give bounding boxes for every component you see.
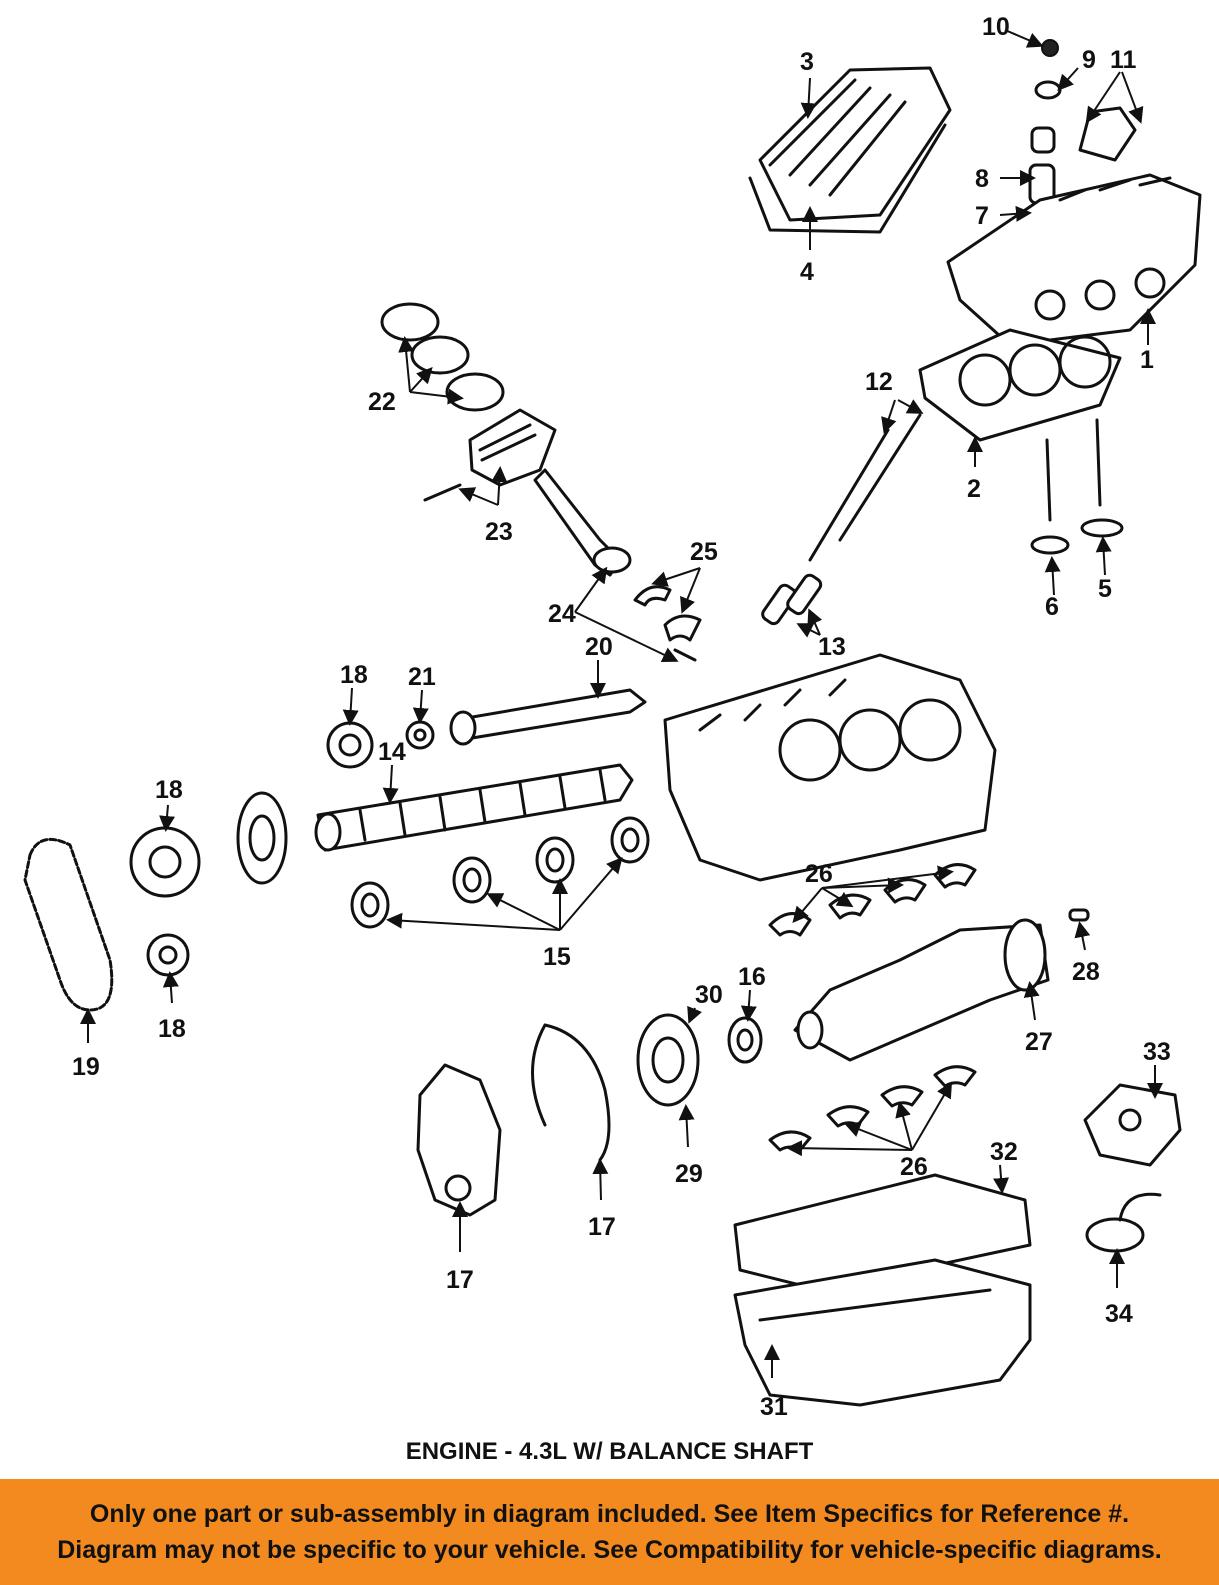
callout-15: 15	[543, 943, 571, 971]
disclaimer-line-2: Diagram may not be specific to your vehi…	[57, 1536, 1162, 1564]
callout-labels: 10 9 11 3 8 7 4 1 22 12 2 23 25 6 5 24 1…	[72, 13, 1171, 1421]
timing-chain	[23, 837, 114, 1012]
timing-gear	[129, 826, 201, 977]
callout-8: 8	[975, 165, 989, 193]
balance-shaft	[449, 688, 647, 746]
oil-pan	[733, 1258, 1032, 1407]
callout-20: 20	[585, 633, 613, 661]
exploded-engine-diagram: 10 9 11 3 8 7 4 1 22 12 2 23 25 6 5 24 1…	[23, 13, 1202, 1421]
callout-11: 11	[1110, 46, 1137, 74]
callout-30: 30	[695, 981, 723, 1009]
callout-27: 27	[1025, 1028, 1053, 1056]
callout-5: 5	[1098, 575, 1112, 603]
callout-16: 16	[738, 963, 766, 991]
dowel-pin	[1068, 908, 1090, 922]
callout-12: 12	[865, 368, 893, 396]
valves	[1030, 418, 1124, 555]
timing-cover	[416, 1063, 502, 1217]
crankshaft	[793, 918, 1050, 1062]
callout-18-lower: 18	[158, 1015, 186, 1043]
head-gasket	[918, 328, 1122, 442]
callout-7: 7	[975, 202, 989, 230]
valve-cover	[748, 66, 952, 234]
callout-22: 22	[368, 388, 396, 416]
callout-26-upper: 26	[805, 860, 833, 888]
diagram-caption: ENGINE - 4.3L W/ BALANCE SHAFT	[405, 1438, 814, 1465]
callout-10: 10	[982, 13, 1010, 41]
callout-28: 28	[1072, 958, 1100, 986]
callout-17-cover: 17	[446, 1266, 474, 1294]
callout-17-gasket: 17	[588, 1213, 616, 1241]
callout-21: 21	[408, 663, 436, 691]
cam-bearings	[350, 816, 650, 929]
harmonic-balancer	[636, 1013, 700, 1107]
callout-33: 33	[1143, 1038, 1171, 1066]
piston-and-rod	[423, 408, 632, 577]
callout-23: 23	[485, 518, 513, 546]
cam-sprocket	[236, 791, 288, 885]
pushrods-and-lifters	[761, 413, 922, 626]
disclaimer-banner: Only one part or sub-assembly in diagram…	[0, 1479, 1219, 1585]
callout-24: 24	[548, 600, 576, 628]
oil-pump	[1083, 1083, 1182, 1167]
oil-pan-gasket	[733, 1173, 1032, 1292]
callout-18-middle: 18	[155, 776, 183, 804]
balance-gear	[326, 720, 435, 769]
crank-seal	[727, 1016, 763, 1064]
callout-31: 31	[760, 1393, 788, 1421]
callout-26-lower: 26	[900, 1153, 928, 1181]
callout-25: 25	[690, 538, 718, 566]
disclaimer-line-1: Only one part or sub-assembly in diagram…	[89, 1500, 1130, 1528]
timing-cover-gasket	[531, 1023, 611, 1162]
callout-2: 2	[967, 475, 981, 503]
callout-19: 19	[72, 1053, 100, 1081]
callout-34: 34	[1105, 1300, 1133, 1328]
oil-pickup-screen	[1085, 1192, 1162, 1253]
main-bearings-lower	[768, 1065, 977, 1152]
rod-bearings	[633, 585, 702, 662]
callout-32: 32	[990, 1138, 1018, 1166]
callout-14: 14	[378, 738, 406, 766]
piston-rings	[380, 302, 505, 412]
cylinder-head	[946, 173, 1202, 347]
callout-18-upper: 18	[340, 661, 368, 689]
main-bearings-upper	[768, 863, 977, 937]
camshaft	[314, 763, 634, 852]
callout-13: 13	[818, 633, 846, 661]
callout-4: 4	[800, 258, 814, 286]
leader-lines	[80, 29, 1163, 1378]
callout-1: 1	[1140, 346, 1154, 374]
callout-3: 3	[800, 48, 814, 76]
callout-9: 9	[1082, 46, 1096, 74]
callout-6: 6	[1045, 593, 1059, 621]
engine-block	[663, 653, 997, 882]
callout-29: 29	[675, 1160, 703, 1188]
